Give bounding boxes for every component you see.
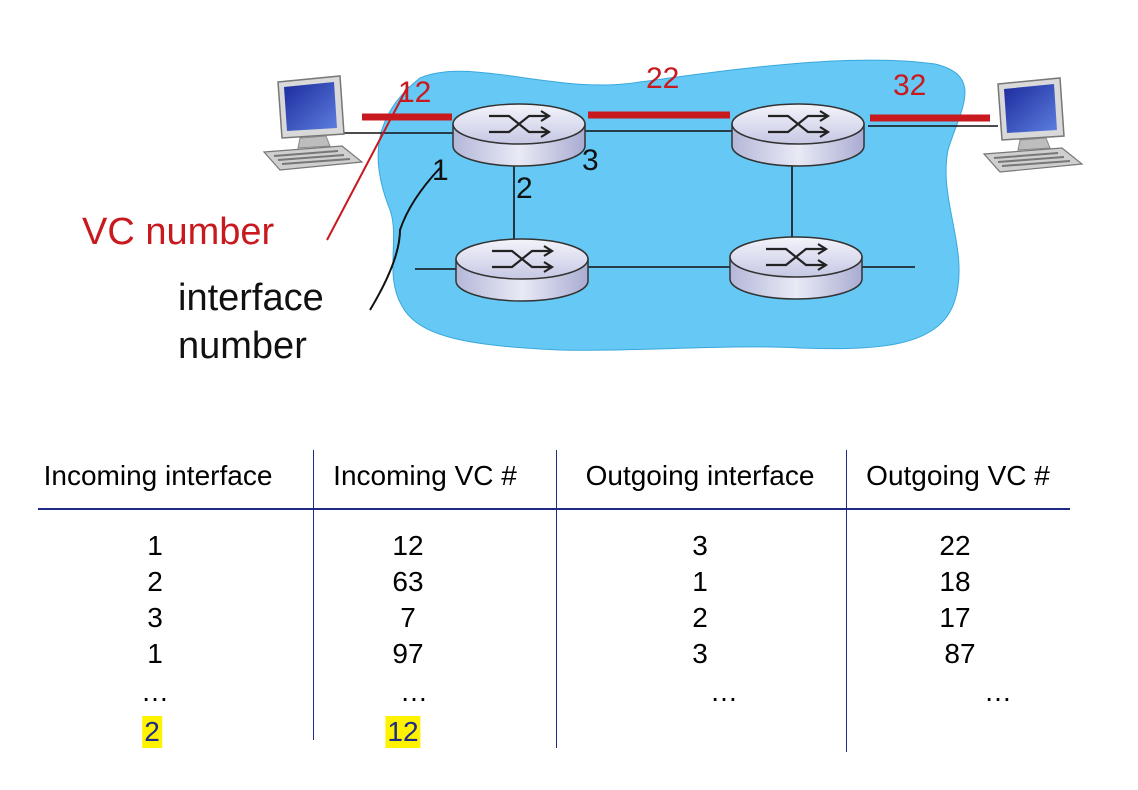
table-cell: 18 [939, 566, 971, 597]
vc-label-12: 12 [398, 76, 431, 109]
host-computer-left [263, 75, 363, 171]
table-cell: 1 [147, 638, 163, 669]
table-cell: 7 [400, 602, 416, 633]
interface-label-3: 3 [582, 144, 599, 177]
header-incoming-interface: Incoming interface [43, 460, 273, 491]
highlighted-incoming-interface: 2 [142, 716, 162, 748]
table-cell-ellipsis: … [400, 676, 428, 707]
table-cell: 2 [147, 566, 163, 597]
table-cell: 87 [944, 638, 976, 669]
legend-interface-number-line1: interface [178, 277, 324, 319]
vc-path [362, 111, 990, 122]
table-cell: 1 [147, 530, 163, 561]
router-bottom-left [454, 237, 590, 303]
router-top-right [730, 102, 866, 168]
header-divider [38, 508, 1070, 510]
column-divider-1 [313, 450, 314, 740]
table-cell: 63 [392, 566, 424, 597]
table-cell: 17 [939, 602, 971, 633]
table-cell: 3 [147, 602, 163, 633]
table-cell: 3 [692, 638, 708, 669]
table-cell: 3 [692, 530, 708, 561]
column-divider-2 [556, 450, 557, 748]
header-incoming-vc: Incoming VC # [333, 460, 517, 491]
network-cloud [377, 59, 966, 351]
table-cell: 12 [392, 530, 424, 561]
network-diagram: 12 22 32 1 2 3 VC number interface numbe… [82, 59, 1083, 367]
header-outgoing-vc: Outgoing VC # [866, 460, 1050, 491]
legend-interface-number-line2: number [178, 325, 307, 367]
interface-label-1: 1 [432, 154, 449, 187]
vc-label-22: 22 [646, 62, 679, 95]
router-top-left [451, 102, 587, 168]
vc-pointer-line [326, 85, 409, 241]
vc-label-32: 32 [893, 69, 926, 102]
table-cell-ellipsis: … [141, 676, 169, 707]
router-bottom-right [728, 235, 864, 301]
host-computer-right [983, 77, 1083, 173]
table-cell-ellipsis: … [710, 676, 738, 707]
table-cell: 22 [939, 530, 971, 561]
interface-label-2: 2 [516, 172, 533, 205]
legend-vc-number: VC number [82, 211, 275, 253]
network-links [343, 125, 998, 270]
table-cell: 1 [692, 566, 708, 597]
table-cell: 2 [692, 602, 708, 633]
table-cell-ellipsis: … [984, 676, 1012, 707]
highlighted-incoming-vc: 12 [385, 716, 421, 748]
table-cell: 97 [392, 638, 424, 669]
vc-forwarding-table: Incoming interface Incoming VC # Outgoin… [0, 440, 1138, 770]
header-outgoing-interface: Outgoing interface [585, 460, 815, 491]
interface-pointer-line [369, 167, 441, 311]
column-divider-3 [846, 450, 847, 752]
